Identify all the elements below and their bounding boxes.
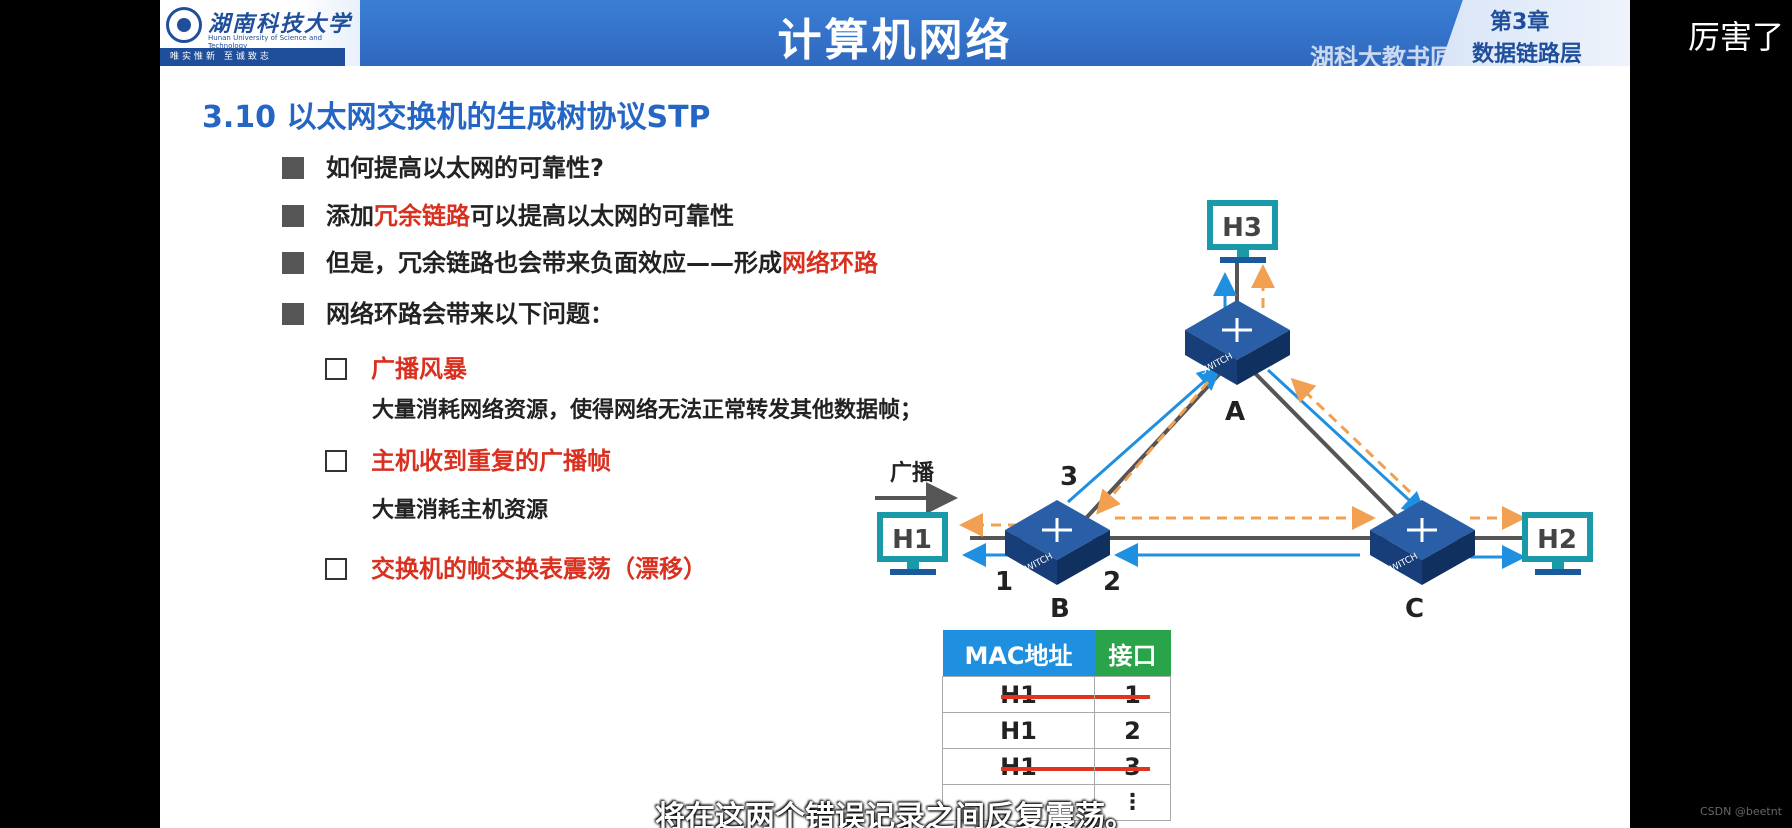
checkbox-icon [325, 558, 347, 580]
mac-table-header-port: 接口 [1094, 630, 1171, 677]
bullet-text: 但是，冗余链路也会带来负面效应——形成 [326, 249, 782, 277]
mac-table-header-mac: MAC地址 [942, 630, 1095, 677]
chapter-box [1440, 0, 1630, 66]
problem-title: 主机收到重复的广播帧 [371, 447, 611, 475]
bullet-text: 如何提高以太网的可靠性? [326, 154, 604, 182]
slide-header: 湖南科技大学 Hunan University of Science and T… [160, 0, 1630, 66]
switch-c-icon: SWITCH [1370, 500, 1475, 585]
switch-b-icon: SWITCH [1005, 500, 1110, 585]
chapter-number: 第3章 [1490, 10, 1550, 35]
chapter-name: 数据链路层 [1472, 42, 1583, 66]
danmaku-comment: 厉害了 [1688, 18, 1785, 56]
mac-cell: H1 [942, 676, 1095, 713]
university-name: 湖南科技大学 [208, 11, 353, 37]
host-h1-icon: H1 [877, 512, 948, 575]
bullet-square-icon [282, 205, 304, 227]
bullet-square-icon [282, 303, 304, 325]
section-title: 3.10 以太网交换机的生成树协议STP [202, 100, 711, 135]
ellipsis-icon: ⋮ [1094, 784, 1171, 821]
bullet-item: 添加冗余链路可以提高以太网的可靠性 [282, 196, 734, 231]
mac-address-table: MAC地址 接口 H1 1 H1 2 H1 3 ⋮ [942, 630, 1171, 821]
switch-a-icon: SWITCH [1185, 300, 1290, 385]
port-label-2: 2 [1103, 567, 1121, 597]
university-motto: 唯实惟新 至诚致志 [160, 48, 345, 66]
bullet-highlight: 网络环路 [782, 249, 878, 277]
table-row: H1 2 [942, 712, 1171, 749]
problem-title: 广播风暴 [371, 355, 467, 383]
problem-item: 交换机的帧交换表震荡（漂移） [325, 549, 707, 584]
mac-cell [942, 784, 1095, 821]
port-cell: 3 [1094, 748, 1171, 785]
network-diagram: 广播 SWITCH A SWITCH B SWITCH C [875, 200, 1593, 624]
table-row: ⋮ [942, 784, 1171, 821]
watermark: 湖科大教书匠 [1310, 44, 1454, 66]
host-h3-icon: H3 [1207, 200, 1278, 263]
port-cell: 1 [1094, 676, 1171, 713]
problem-item: 主机收到重复的广播帧 [325, 441, 611, 476]
svg-text:H3: H3 [1222, 213, 1262, 243]
bullet-square-icon [282, 157, 304, 179]
checkbox-icon [325, 358, 347, 380]
svg-text:H1: H1 [892, 525, 932, 555]
orange-arrow-a-b [1096, 381, 1210, 515]
university-en-name: Hunan University of Science and Technolo… [208, 34, 323, 50]
switch-b-label: B [1050, 594, 1070, 624]
blue-arrow-a-c [1266, 368, 1427, 517]
video-subtitle: 将在这两个错误记录之间反复震荡。 [655, 800, 1135, 828]
csdn-watermark: CSDN @beetnt [1700, 805, 1782, 818]
port-label-1: 1 [995, 567, 1013, 597]
checkbox-icon [325, 450, 347, 472]
orange-arrow-c-a [1290, 377, 1412, 494]
switch-c-label: C [1405, 594, 1424, 624]
bullet-text: 添加 [326, 202, 374, 230]
link-a-b [1073, 353, 1239, 532]
port-cell: 2 [1094, 712, 1171, 749]
problem-desc: 大量消耗主机资源 [372, 498, 549, 523]
switch-a-label: A [1225, 397, 1245, 427]
bullet-text: 网络环路会带来以下问题： [326, 300, 614, 328]
link-a-c [1235, 353, 1412, 532]
bullet-text: 可以提高以太网的可靠性 [470, 202, 734, 230]
bullet-item: 如何提高以太网的可靠性? [282, 148, 604, 183]
university-logo: 湖南科技大学 Hunan University of Science and T… [160, 0, 360, 66]
svg-text:H2: H2 [1537, 525, 1577, 555]
port-label-3: 3 [1060, 462, 1078, 492]
host-h2-icon: H2 [1522, 512, 1593, 575]
bullet-square-icon [282, 252, 304, 274]
slide: 湖南科技大学 Hunan University of Science and T… [160, 0, 1630, 828]
blue-arrow-b-a [1067, 366, 1222, 504]
course-title: 计算机网络 [777, 15, 1013, 66]
table-row: H1 1 [942, 676, 1171, 713]
problem-title: 交换机的帧交换表震荡（漂移） [371, 555, 707, 583]
bullet-highlight: 冗余链路 [374, 202, 470, 230]
bullet-item: 网络环路会带来以下问题： [282, 294, 614, 329]
mac-cell: H1 [942, 748, 1095, 785]
table-row: H1 3 [942, 748, 1171, 785]
problem-desc: 大量消耗网络资源，使得网络无法正常转发其他数据帧； [372, 398, 923, 423]
broadcast-label: 广播 [890, 460, 935, 486]
problem-item: 广播风暴 [325, 349, 467, 384]
bullet-item: 但是，冗余链路也会带来负面效应——形成网络环路 [282, 243, 878, 278]
mac-cell: H1 [942, 712, 1095, 749]
university-seal-icon [166, 7, 202, 43]
